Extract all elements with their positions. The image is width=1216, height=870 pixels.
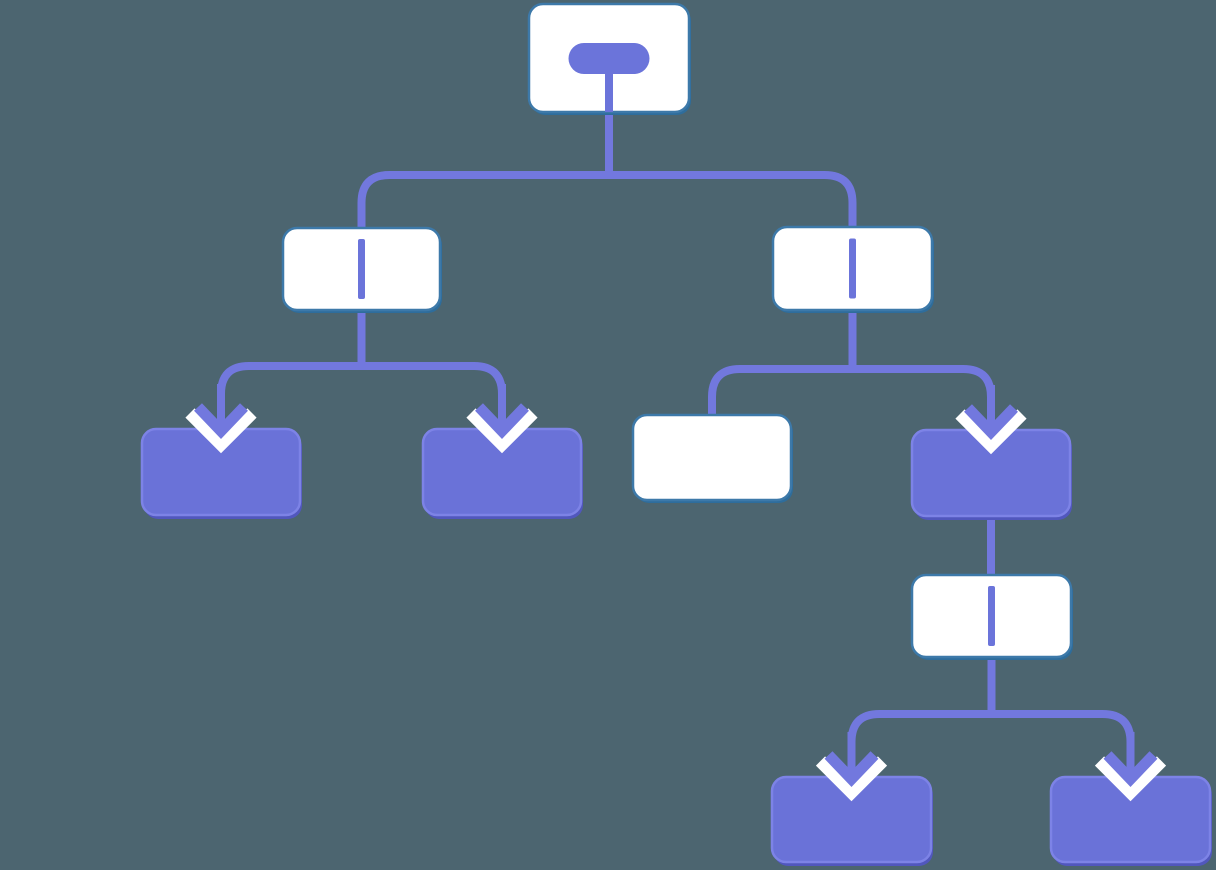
arrow-purple-chevron (964, 404, 1018, 440)
root-node[interactable] (527, 2, 691, 115)
connector-edge (217, 362, 362, 395)
node-body[interactable] (631, 413, 793, 502)
collapse-arrow-icon (466, 384, 538, 454)
collapsed-indicator-line (849, 238, 856, 299)
collapse-arrow-icon (1094, 732, 1167, 802)
connector-edge (357, 171, 609, 228)
collapsed-indicator-line (358, 239, 365, 299)
collapse-arrow-icon (815, 732, 888, 802)
collapsed-node-bottom-right[interactable] (1049, 775, 1212, 866)
root-pill-glyph (568, 43, 650, 74)
root-pill-stem (605, 70, 613, 112)
collapsed-node-right[interactable] (910, 428, 1072, 520)
arrow-purple-chevron (475, 403, 529, 439)
arrow-purple-chevron (1103, 751, 1158, 787)
connector-edge (991, 710, 1135, 743)
arrow-white-chevron (185, 408, 257, 454)
collapsed-node-bottom-left[interactable] (770, 775, 933, 866)
arrow-white-chevron (815, 756, 888, 802)
connector-edge (361, 362, 506, 395)
connector-edge (609, 171, 857, 227)
arrow-white-chevron (466, 408, 538, 454)
collapsed-indicator-line (988, 586, 995, 646)
arrow-purple-chevron (194, 403, 248, 439)
arrow-white-chevron (1094, 756, 1167, 802)
collapse-arrow-icon (185, 384, 257, 454)
connector-edge (708, 365, 853, 415)
arrow-purple-chevron (824, 751, 879, 787)
collapsed-node-mid-left[interactable] (421, 427, 583, 519)
nodes-layer (140, 2, 1212, 866)
connector-edge (852, 365, 995, 398)
connector-edge (847, 710, 992, 743)
branch-node-left[interactable] (281, 226, 442, 313)
arrow-white-chevron (955, 409, 1027, 455)
collapsed-node-far-left[interactable] (140, 427, 302, 519)
branch-node-right[interactable] (771, 225, 934, 313)
branch-node-sub[interactable] (910, 573, 1073, 660)
arrows-layer (185, 384, 1167, 802)
collapse-arrow-icon (955, 385, 1027, 455)
empty-node[interactable] (631, 413, 793, 503)
